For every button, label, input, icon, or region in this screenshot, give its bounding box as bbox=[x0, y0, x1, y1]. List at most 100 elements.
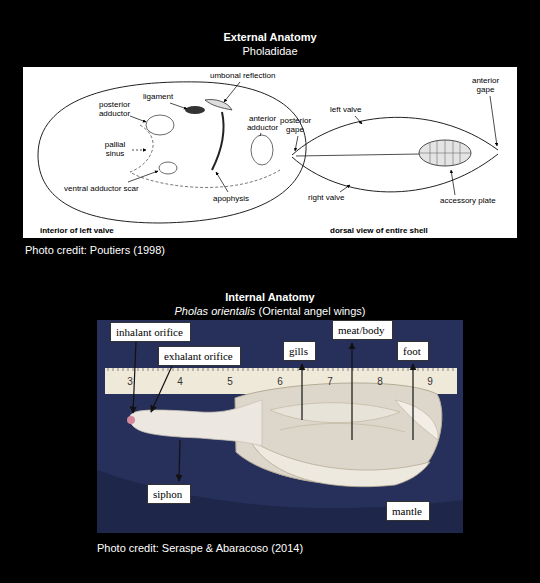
ruler-tick bbox=[173, 368, 174, 371]
adductor-scar bbox=[251, 135, 273, 165]
common-name: (Oriental angel wings) bbox=[259, 305, 366, 317]
ruler-tick bbox=[378, 368, 379, 371]
ruler-tick bbox=[278, 368, 279, 371]
ruler-tick bbox=[283, 368, 284, 371]
ruler-tick bbox=[398, 368, 399, 371]
ruler-tick bbox=[333, 368, 334, 371]
siphon-shape bbox=[130, 400, 262, 446]
species-name: Pholas orientalis bbox=[174, 305, 255, 317]
ruler-tick bbox=[308, 368, 309, 371]
ruler-tick bbox=[328, 368, 329, 371]
ruler-number: 7 bbox=[320, 376, 340, 387]
photo-credit: Photo credit: Poutiers (1998) bbox=[25, 244, 165, 257]
label-box: gills bbox=[283, 341, 316, 361]
part-label: ligament bbox=[143, 92, 173, 101]
ruler-number: 5 bbox=[220, 376, 240, 387]
ruler-tick bbox=[393, 368, 394, 371]
part-label: posterior adductor bbox=[92, 100, 137, 118]
ruler-tick bbox=[343, 368, 344, 371]
part-label: posterior gape bbox=[280, 116, 310, 134]
ruler-tick bbox=[373, 368, 374, 371]
photo-ground bbox=[97, 320, 463, 533]
subheading: Pholadidae bbox=[0, 45, 540, 58]
ruler-tick bbox=[268, 368, 269, 371]
ruler-tick bbox=[118, 368, 119, 371]
ruler-tick bbox=[298, 368, 299, 371]
label-box: foot bbox=[397, 341, 429, 361]
ruler-tick bbox=[338, 368, 339, 371]
ruler-tick bbox=[168, 368, 169, 371]
label-box: exhalant orifice bbox=[158, 346, 241, 366]
ruler-tick bbox=[228, 368, 229, 371]
part-label: apophysis bbox=[213, 194, 249, 203]
section-heading: Internal Anatomy bbox=[0, 291, 540, 304]
ruler-tick bbox=[428, 368, 429, 371]
ruler-tick bbox=[123, 368, 124, 371]
box-label: gills bbox=[289, 344, 310, 358]
ruler-tick bbox=[158, 368, 159, 371]
ruler-tick bbox=[453, 368, 454, 371]
ruler-tick bbox=[443, 368, 444, 371]
section-heading: External Anatomy bbox=[0, 31, 540, 44]
ruler-tick bbox=[353, 368, 354, 371]
ruler-tick bbox=[403, 368, 404, 371]
ruler-tick bbox=[108, 368, 109, 371]
ruler-tick bbox=[313, 368, 314, 371]
ruler-number: 4 bbox=[170, 376, 190, 387]
view-caption: dorsal view of entire shell bbox=[330, 226, 428, 235]
ruler-tick bbox=[218, 368, 219, 371]
ruler-number: 6 bbox=[270, 376, 290, 387]
ruler-tick bbox=[258, 368, 259, 371]
ruler-tick bbox=[148, 368, 149, 371]
ruler-tick bbox=[423, 368, 424, 371]
ruler-tick bbox=[238, 368, 239, 371]
umbonal-reflection bbox=[205, 99, 232, 110]
label-box: siphon bbox=[147, 484, 191, 504]
ruler-tick bbox=[193, 368, 194, 371]
ruler-tick bbox=[388, 368, 389, 371]
ruler-tick bbox=[183, 368, 184, 371]
mantle-shape bbox=[250, 440, 430, 487]
ruler-tick bbox=[208, 368, 209, 371]
part-label: umbonal reflection bbox=[210, 71, 275, 80]
species-line: Pholas orientalis (Oriental angel wings) bbox=[0, 305, 540, 318]
adductor-scar bbox=[146, 115, 174, 135]
ruler-tick bbox=[303, 368, 304, 371]
ruler-tick bbox=[263, 368, 264, 371]
ruler-number: 8 bbox=[370, 376, 390, 387]
ruler-tick bbox=[433, 368, 434, 371]
ruler-tick bbox=[113, 368, 114, 371]
ruler-tick bbox=[203, 368, 204, 371]
part-label: anterior gape bbox=[468, 76, 503, 94]
box-label: foot bbox=[403, 344, 423, 358]
accessory-plate-shape bbox=[419, 140, 471, 166]
foot-shape bbox=[395, 400, 438, 440]
ruler-tick bbox=[248, 368, 249, 371]
part-label: pallial sinus bbox=[100, 140, 130, 158]
ruler-tick bbox=[163, 368, 164, 371]
ruler-tick bbox=[213, 368, 214, 371]
ruler-tick bbox=[153, 368, 154, 371]
ruler-tick bbox=[223, 368, 224, 371]
part-label: right valve bbox=[308, 193, 344, 202]
box-label: mantle bbox=[392, 504, 424, 518]
box-label: inhalant orifice bbox=[116, 325, 185, 339]
siphon-tip bbox=[127, 416, 135, 424]
ruler-tick bbox=[128, 368, 129, 371]
ruler-tick bbox=[253, 368, 254, 371]
box-label: siphon bbox=[153, 487, 185, 501]
box-label: meat/body bbox=[338, 323, 387, 337]
ruler-tick bbox=[383, 368, 384, 371]
view-caption: interior of left valve bbox=[40, 226, 114, 235]
ruler-tick bbox=[233, 368, 234, 371]
ruler-tick bbox=[143, 368, 144, 371]
ruler-tick bbox=[368, 368, 369, 371]
ruler-number: 9 bbox=[420, 376, 440, 387]
ruler-tick bbox=[363, 368, 364, 371]
label-box: meat/body bbox=[332, 320, 393, 340]
pallial-line bbox=[130, 125, 280, 187]
ruler-tick bbox=[438, 368, 439, 371]
gill-shape bbox=[270, 403, 400, 423]
part-label: accessory plate bbox=[440, 196, 496, 205]
ruler-tick bbox=[288, 368, 289, 371]
